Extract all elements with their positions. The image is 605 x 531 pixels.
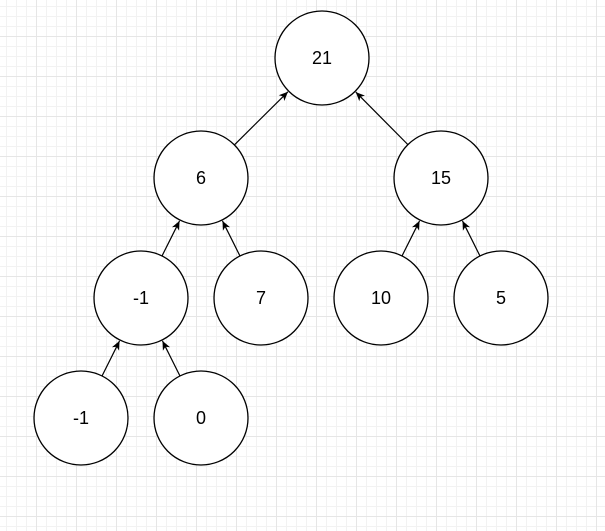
node-label: 0 [196,408,206,428]
tree-node-right[interactable]: 15 [393,130,489,226]
node-circle[interactable] [213,250,309,346]
node-circle[interactable] [393,130,489,226]
edges-layer [101,91,481,377]
nodes-layer: 21 6 15 -1 7 10 5 -1 0 [33,10,549,466]
tree-node-root[interactable]: 21 [274,10,370,106]
node-circle[interactable] [153,130,249,226]
node-label: 21 [312,48,332,68]
node-label: 6 [196,168,206,188]
edge-arrow-right-to-root [355,91,409,146]
node-label: 10 [371,288,391,308]
node-label: -1 [73,408,89,428]
tree-node-left-left[interactable]: -1 [93,250,189,346]
tree-node-left-left-right[interactable]: 0 [153,370,249,466]
node-circle[interactable] [33,370,129,466]
node-circle[interactable] [153,370,249,466]
tree-node-left-right[interactable]: 7 [213,250,309,346]
node-circle[interactable] [93,250,189,346]
edge-arrow-left-right-to-left [221,220,241,257]
node-label: 7 [256,288,266,308]
tree-node-left[interactable]: 6 [153,130,249,226]
edge-arrow-left-left-to-left [161,220,181,257]
node-circle[interactable] [453,250,549,346]
node-circle[interactable] [333,250,429,346]
node-circle[interactable] [274,10,370,106]
node-label: -1 [133,288,149,308]
node-label: 15 [431,168,451,188]
tree-node-left-left-left[interactable]: -1 [33,370,129,466]
edge-arrow-right-right-to-right [461,220,481,257]
edge-arrow-left-left-right-to-left-left [161,340,181,377]
tree-node-right-left[interactable]: 10 [333,250,429,346]
tree-node-right-right[interactable]: 5 [453,250,549,346]
edge-arrow-left-to-root [233,91,289,146]
edge-arrow-left-left-left-to-left-left [101,340,121,377]
edge-arrow-right-left-to-right [401,220,421,257]
node-label: 5 [496,288,506,308]
